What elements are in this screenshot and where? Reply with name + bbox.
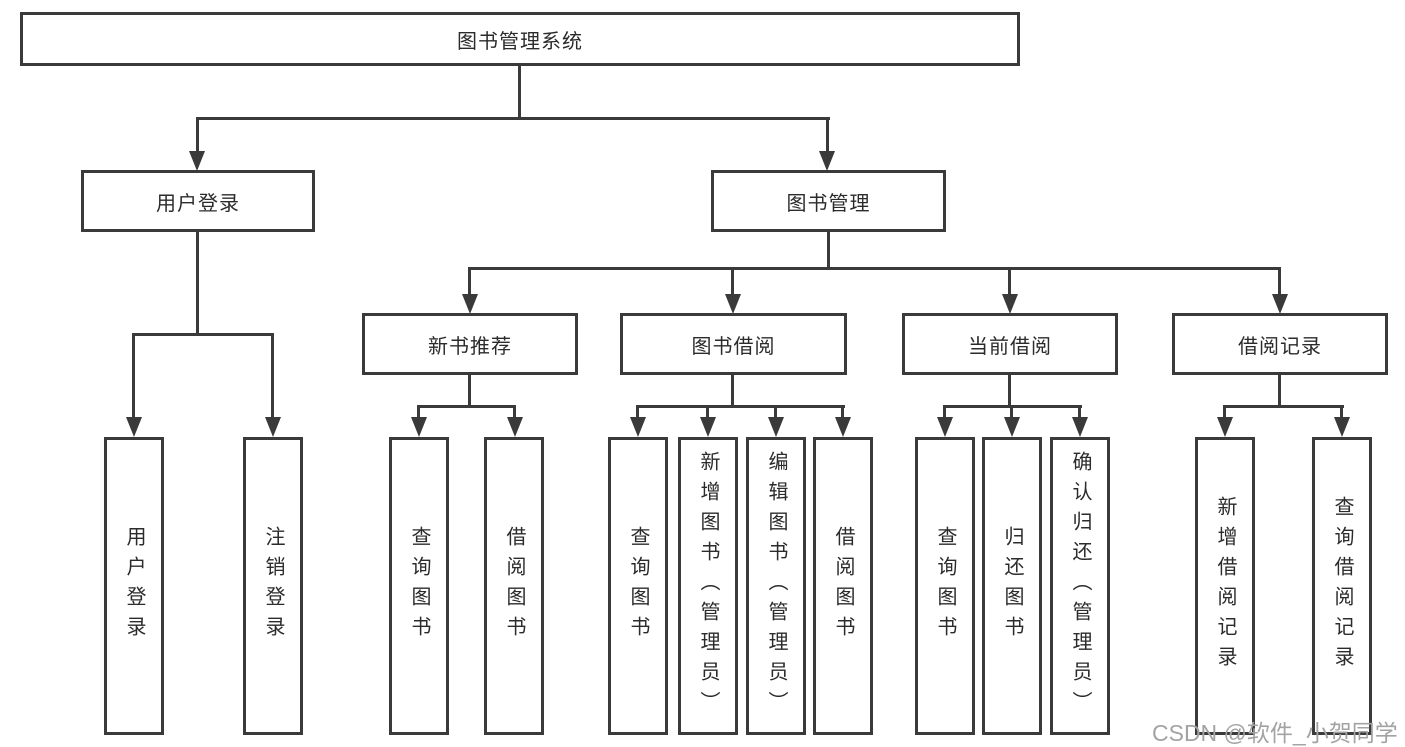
leaf-borrow-borrow-books: 借阅图书 xyxy=(813,437,873,735)
connector-line xyxy=(468,267,1281,270)
node-label: 图书管理系统 xyxy=(457,30,583,53)
leaf-logout: 注销登录 xyxy=(243,437,303,735)
leaf-current-return-books: 归还图书 xyxy=(982,437,1042,735)
node-label: 查询借阅记录 xyxy=(1331,496,1353,676)
connector-line xyxy=(1078,405,1081,419)
connector-line xyxy=(774,405,777,419)
arrowhead-down-icon xyxy=(1272,294,1288,314)
arrowhead-down-icon xyxy=(462,294,478,314)
arrowhead-down-icon xyxy=(1217,417,1233,437)
connector-line xyxy=(827,232,830,270)
connector-line xyxy=(826,117,829,153)
connector-line xyxy=(636,405,639,419)
connector-line xyxy=(513,405,516,419)
leaf-newbook-borrow-books: 借阅图书 xyxy=(484,437,544,735)
connector-line xyxy=(1010,405,1013,419)
connector-line xyxy=(518,66,521,119)
node-user-login: 用户登录 xyxy=(81,170,315,232)
node-label: 归还图书 xyxy=(1001,526,1023,646)
node-label: 当前借阅 xyxy=(968,335,1052,358)
node-label: 用户登录 xyxy=(123,526,145,646)
node-current-borrowing: 当前借阅 xyxy=(902,313,1118,375)
arrowhead-down-icon xyxy=(1334,417,1350,437)
node-label: 用户登录 xyxy=(156,192,240,215)
node-label: 编辑图书（管理员） xyxy=(765,451,787,721)
connector-line xyxy=(636,405,845,408)
node-label: 借阅图书 xyxy=(503,526,525,646)
connector-line xyxy=(271,333,274,419)
node-new-book-recommend: 新书推荐 xyxy=(362,313,578,375)
arrowhead-down-icon xyxy=(189,151,205,171)
node-label: 借阅记录 xyxy=(1238,335,1322,358)
arrowhead-down-icon xyxy=(768,417,784,437)
arrowhead-down-icon xyxy=(630,417,646,437)
connector-line xyxy=(1278,267,1281,297)
arrowhead-down-icon xyxy=(265,417,281,437)
csdn-watermark: CSDN @软件_小贺同学 xyxy=(1152,720,1398,746)
arrowhead-down-icon xyxy=(700,417,716,437)
node-label: 图书借阅 xyxy=(691,335,776,358)
node-label: 查询图书 xyxy=(408,526,430,646)
node-label: 新增借阅记录 xyxy=(1214,496,1236,676)
arrowhead-down-icon xyxy=(1002,294,1018,314)
connector-line xyxy=(943,405,946,419)
arrowhead-down-icon xyxy=(937,417,953,437)
connector-line xyxy=(1223,405,1344,408)
arrowhead-down-icon xyxy=(411,417,427,437)
leaf-newbook-query-books: 查询图书 xyxy=(389,437,449,735)
connector-line xyxy=(417,405,420,419)
connector-line xyxy=(841,405,844,419)
arrowhead-down-icon xyxy=(725,294,741,314)
arrowhead-down-icon xyxy=(126,417,142,437)
connector-line xyxy=(1278,375,1281,408)
connector-line xyxy=(196,117,830,120)
connector-line xyxy=(1340,405,1343,419)
connector-line xyxy=(731,375,734,408)
node-label: 确认归还（管理员） xyxy=(1069,451,1091,721)
connector-line xyxy=(196,232,199,335)
node-label: 新书推荐 xyxy=(428,335,512,358)
connector-line xyxy=(132,333,135,419)
node-book-borrowing: 图书借阅 xyxy=(620,313,847,375)
node-label: 图书管理 xyxy=(786,192,871,215)
leaf-current-confirm-return-admin: 确认归还（管理员） xyxy=(1050,437,1110,735)
connector-line xyxy=(468,267,471,297)
leaf-borrow-add-books-admin: 新增图书（管理员） xyxy=(678,437,738,735)
arrowhead-down-icon xyxy=(835,417,851,437)
node-label: 借阅图书 xyxy=(832,526,854,646)
connector-line xyxy=(706,405,709,419)
leaf-user-login: 用户登录 xyxy=(104,437,164,735)
node-label: 查询图书 xyxy=(934,526,956,646)
connector-line xyxy=(196,117,199,153)
node-label: 注销登录 xyxy=(262,526,284,646)
connector-line xyxy=(731,267,734,297)
arrowhead-down-icon xyxy=(507,417,523,437)
connector-line xyxy=(468,375,471,408)
connector-line xyxy=(1008,375,1011,408)
leaf-records-query-borrow-record: 查询借阅记录 xyxy=(1312,437,1372,735)
node-label: 新增图书（管理员） xyxy=(697,451,719,721)
leaf-borrow-edit-books-admin: 编辑图书（管理员） xyxy=(746,437,806,735)
connector-line xyxy=(1008,267,1011,297)
arrowhead-down-icon xyxy=(819,151,835,171)
connector-line xyxy=(132,333,274,336)
arrowhead-down-icon xyxy=(1072,417,1088,437)
connector-line xyxy=(417,405,516,408)
node-library-management-system: 图书管理系统 xyxy=(20,12,1020,66)
leaf-records-add-borrow-record: 新增借阅记录 xyxy=(1195,437,1255,735)
leaf-current-query-books: 查询图书 xyxy=(915,437,975,735)
arrowhead-down-icon xyxy=(1004,417,1020,437)
node-book-management: 图书管理 xyxy=(711,170,946,232)
leaf-borrow-query-books: 查询图书 xyxy=(608,437,668,735)
connector-line xyxy=(1223,405,1226,419)
node-borrowing-records: 借阅记录 xyxy=(1172,313,1388,375)
node-label: 查询图书 xyxy=(627,526,649,646)
